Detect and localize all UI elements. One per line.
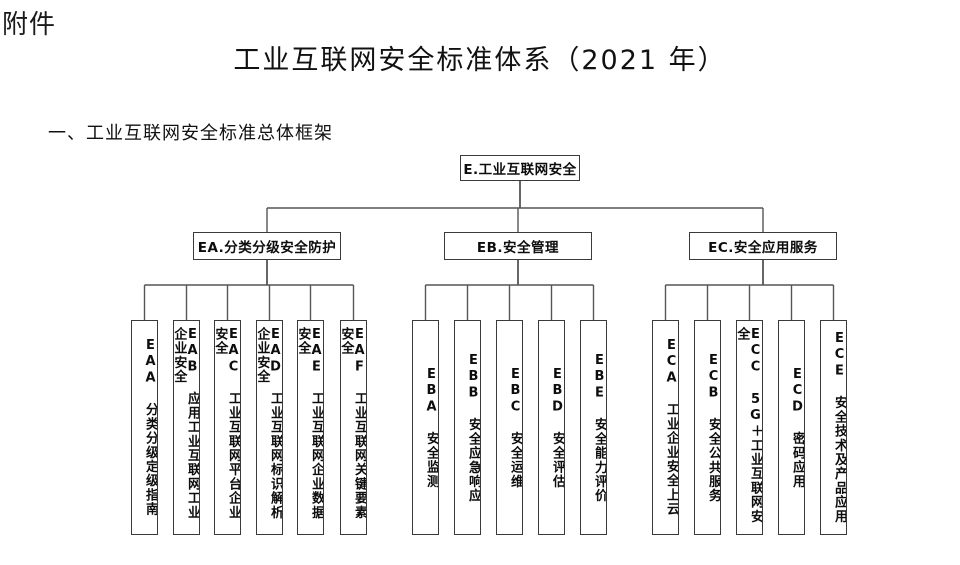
node-ea: EA.分类分级安全防护 [193,232,341,260]
node-eab-label: EAB 应用工业互联网工业企业安全 [173,327,200,520]
node-ebd: EBD 安全评估 [538,320,565,535]
node-ebc: EBC 安全运维 [496,320,523,535]
node-eba: EBA 安全监测 [412,320,439,535]
node-ebb-label: EBB 安全应急响应 [466,352,481,503]
node-ea-label: EA.分类分级安全防护 [197,240,337,256]
node-ebc-label: EBC 安全运维 [508,366,523,489]
node-ead: EAD 工业互联网标识解析企业安全 [256,320,283,535]
node-ecb-label: ECB 安全公共服务 [706,352,721,503]
node-ecc: ECC 5G＋工业互联网安全 [736,320,763,535]
node-ebe-label: EBE 安全能力评价 [592,352,607,503]
section-heading: 一、工业互联网安全标准总体框架 [48,123,333,144]
node-eae-label: EAE 工业互联网企业数据安全 [297,327,324,520]
node-e-label: E.工业互联网安全 [463,162,577,178]
attachment-label: 附件 [2,10,57,40]
node-ecd: ECD 密码应用 [778,320,805,535]
node-ead-label: EAD 工业互联网标识解析企业安全 [256,327,283,520]
node-e: E.工业互联网安全 [460,155,580,181]
node-ecb: ECB 安全公共服务 [694,320,721,535]
node-eaf: EAF 工业互联网关键要素安全 [340,320,367,535]
node-eab: EAB 应用工业互联网工业企业安全 [173,320,200,535]
node-eb: EB.安全管理 [444,232,592,260]
node-eaa-label: EAA 分类分级定级指南 [143,338,158,517]
node-eb-label: EB.安全管理 [476,240,560,256]
node-eaa: EAA 分类分级定级指南 [131,320,158,535]
node-eac: EAC 工业互联网平台企业安全 [214,320,241,535]
node-ec-label: EC.安全应用服务 [708,240,818,256]
node-ebd-label: EBD 安全评估 [550,366,565,489]
node-ece-label: ECE 安全技术及产品应用 [832,331,847,524]
node-eac-label: EAC 工业互联网平台企业安全 [214,327,241,520]
node-eaf-label: EAF 工业互联网关键要素安全 [340,327,367,520]
node-eca: ECA 工业企业安全上云 [652,320,679,535]
node-ecd-label: ECD 密码应用 [790,366,805,489]
node-eae: EAE 工业互联网企业数据安全 [297,320,324,535]
node-ebe: EBE 安全能力评价 [580,320,607,535]
node-ec: EC.安全应用服务 [689,232,837,260]
node-eba-label: EBA 安全监测 [424,366,439,489]
node-eca-label: ECA 工业企业安全上云 [664,338,679,517]
node-ebb: EBB 安全应急响应 [454,320,481,535]
node-ece: ECE 安全技术及产品应用 [820,320,847,535]
page-title: 工业互联网安全标准体系（2021 年） [233,45,727,76]
node-ecc-label: ECC 5G＋工业互联网安全 [736,327,763,524]
